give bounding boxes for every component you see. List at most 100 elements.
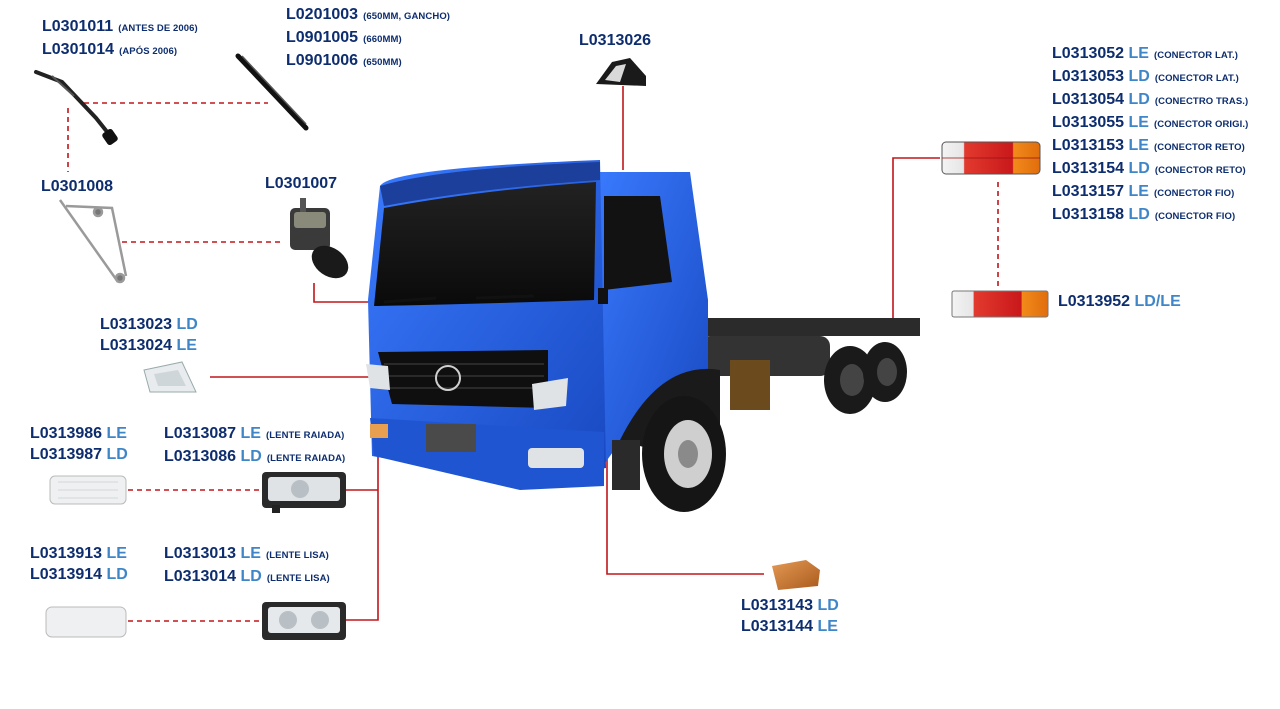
part-side: LE [176,337,197,354]
roof-light-image [596,58,646,86]
leader-headlamps [345,428,379,621]
part-code: L0313026 [579,32,652,49]
headlamp-lisa-image [262,602,346,640]
part-code: L0313986 [30,425,103,442]
part-code: L0313144 [741,618,814,635]
part-side: LD [240,448,262,465]
part-note: (650MM, GANCHO) [363,11,451,22]
part-note: (CONECTOR RETO) [1154,165,1246,176]
part-code: L0313013 [164,545,237,562]
part-side: LE [106,425,127,442]
part-row: L0301014(APÓS 2006) [42,39,198,62]
part-code: L0313952 [1058,293,1131,310]
label-rear-lamp: L0313052 LE(CONECTOR LAT.) L0313053 LD(C… [1052,43,1248,227]
part-code: L0301011 [42,18,114,35]
part-side: LD [240,568,262,585]
part-note: (CONECTOR ORIGI.) [1153,119,1249,130]
label-wiper-arm: L0301011 (ANTES DE 2006) L0301014(APÓS 20… [42,16,198,62]
part-row: L0313024 LE [100,335,198,356]
part-code: L0313154 [1052,160,1125,177]
headlamp-raiada-image [262,472,346,513]
part-row: L0313053 LD (CONECTOR LAT.) [1052,66,1248,89]
part-row: L0313026 [579,30,651,51]
part-side: LE [1128,45,1149,62]
part-note: (CONECTOR LAT.) [1153,50,1238,61]
part-side: LD [1128,160,1150,177]
part-row: L0313086 LD(LENTE RAIADA) [164,446,345,469]
part-code: L0313913 [30,545,103,562]
leader-lines [67,86,999,622]
part-row: L0313052 LE(CONECTOR LAT.) [1052,43,1248,66]
part-side: LE [1128,183,1149,200]
wiper-blade-image [235,53,309,131]
leader-rear-lamp [892,157,940,318]
part-code: L0313914 [30,566,103,583]
part-note: (CONECTOR RETO) [1153,142,1245,153]
part-side: LD [1128,68,1150,85]
part-note: (ANTES DE 2006) [118,23,198,34]
part-side: LD [106,446,128,463]
part-code: L0313053 [1052,68,1125,85]
wiper-arm-image [34,70,118,145]
part-code: L0313054 [1052,91,1125,108]
label-headlamp-raiada: L0313087 LE (LENTE RAIADA) L0313086 LD(LE… [164,423,345,469]
part-row: L0313158 LD(CONECTOR FIO) [1052,204,1248,227]
part-row: L0313987 LD [30,444,128,465]
part-side: LD [817,597,839,614]
part-row: L0313054 LD (CONECTRO TRAS.) [1052,89,1248,112]
part-row: L0313143 LD [741,595,839,616]
part-note: (CONECTOR LAT.) [1154,73,1239,84]
label-wiper-motor: L0301007 [265,173,337,194]
part-note: (APÓS 2006) [119,46,178,57]
wiper-linkage-image [58,199,128,284]
part-side: LE [1128,137,1149,154]
part-side: LD [1128,206,1150,223]
part-note: (CONECTRO TRAS.) [1154,96,1249,107]
part-note: (CONECTOR FIO) [1154,211,1236,222]
turn-signal-image [143,361,197,393]
part-row: L0901005(660MM) [286,27,450,50]
part-row: L0313157 LE(CONECTOR FIO) [1052,181,1248,204]
part-code: L0313055 [1052,114,1125,131]
part-row: L0313952 LD/LE [1058,291,1181,312]
label-turn-signal: L0313023 LD L0313024 LE [100,314,198,356]
truck-image [366,160,920,512]
headlamp-lens-lisa-image [45,606,127,638]
part-row: L0313153 LE (CONECTOR RETO) [1052,135,1248,158]
part-code: L0313087 [164,425,237,442]
part-code: L0313153 [1052,137,1125,154]
part-note: (660MM) [363,34,402,45]
label-headlamp-lens-raiada: L0313986 LE L0313987 LD [30,423,128,465]
part-note: (LENTE RAIADA) [265,430,345,441]
part-note: (LENTE LISA) [266,573,330,584]
label-side-marker: L0313143 LD L0313144 LE [741,595,839,637]
part-row: L0201003 (650MM, GANCHO) [286,4,450,27]
part-row: L0313055 LE(CONECTOR ORIGI.) [1052,112,1248,135]
part-code: L0301007 [265,175,338,192]
part-row: L0313154 LD (CONECTOR RETO) [1052,158,1248,181]
part-side: LD [1128,91,1150,108]
label-rear-lamp-lens: L0313952 LD/LE [1058,291,1181,312]
part-row: L0301011 (ANTES DE 2006) [42,16,198,39]
rear-lamp-lens-image [951,290,1049,318]
part-code: L0901006 [286,52,359,69]
part-code: L0313157 [1052,183,1125,200]
part-side: LE [240,545,261,562]
part-code: L0313014 [164,568,237,585]
side-marker-image [772,560,820,590]
part-row: L0313087 LE (LENTE RAIADA) [164,423,345,446]
part-code: L0201003 [286,6,359,23]
part-row: L0313014 LD (LENTE LISA) [164,566,330,589]
part-row: L0313023 LD [100,314,198,335]
part-code: L0313987 [30,446,103,463]
part-side: LE [240,425,261,442]
headlamp-lens-raiada-image [49,475,127,505]
part-code: L0301008 [41,178,114,195]
part-row: L0313914 LD [30,564,128,585]
part-row: L0313986 LE [30,423,128,444]
part-code: L0313024 [100,337,173,354]
part-side: LE [106,545,127,562]
part-side: LD [176,316,198,333]
